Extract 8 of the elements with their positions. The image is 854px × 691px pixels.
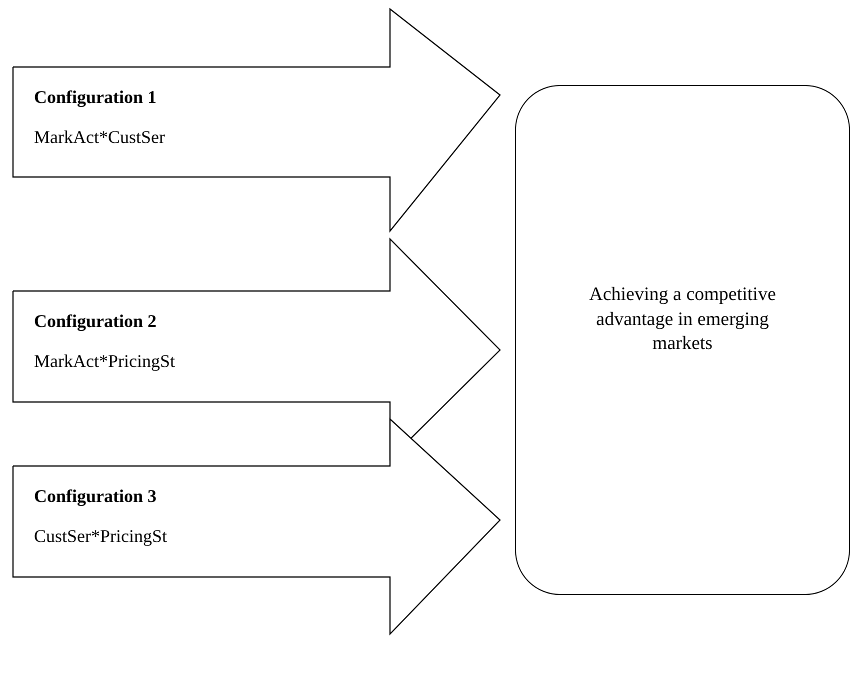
configuration-formula: CustSer*PricingSt (34, 526, 168, 547)
configuration-heading: Configuration 3 (34, 486, 157, 507)
configuration-heading: Configuration 2 (34, 311, 157, 332)
outcome-box (515, 85, 850, 595)
configuration-formula: MarkAct*PricingSt (34, 351, 175, 372)
configuration-heading: Configuration 1 (34, 87, 157, 108)
outcome-text: Achieving a competitive advantage in emerging markets (588, 282, 777, 356)
configuration-formula: MarkAct*CustSer (34, 127, 165, 148)
